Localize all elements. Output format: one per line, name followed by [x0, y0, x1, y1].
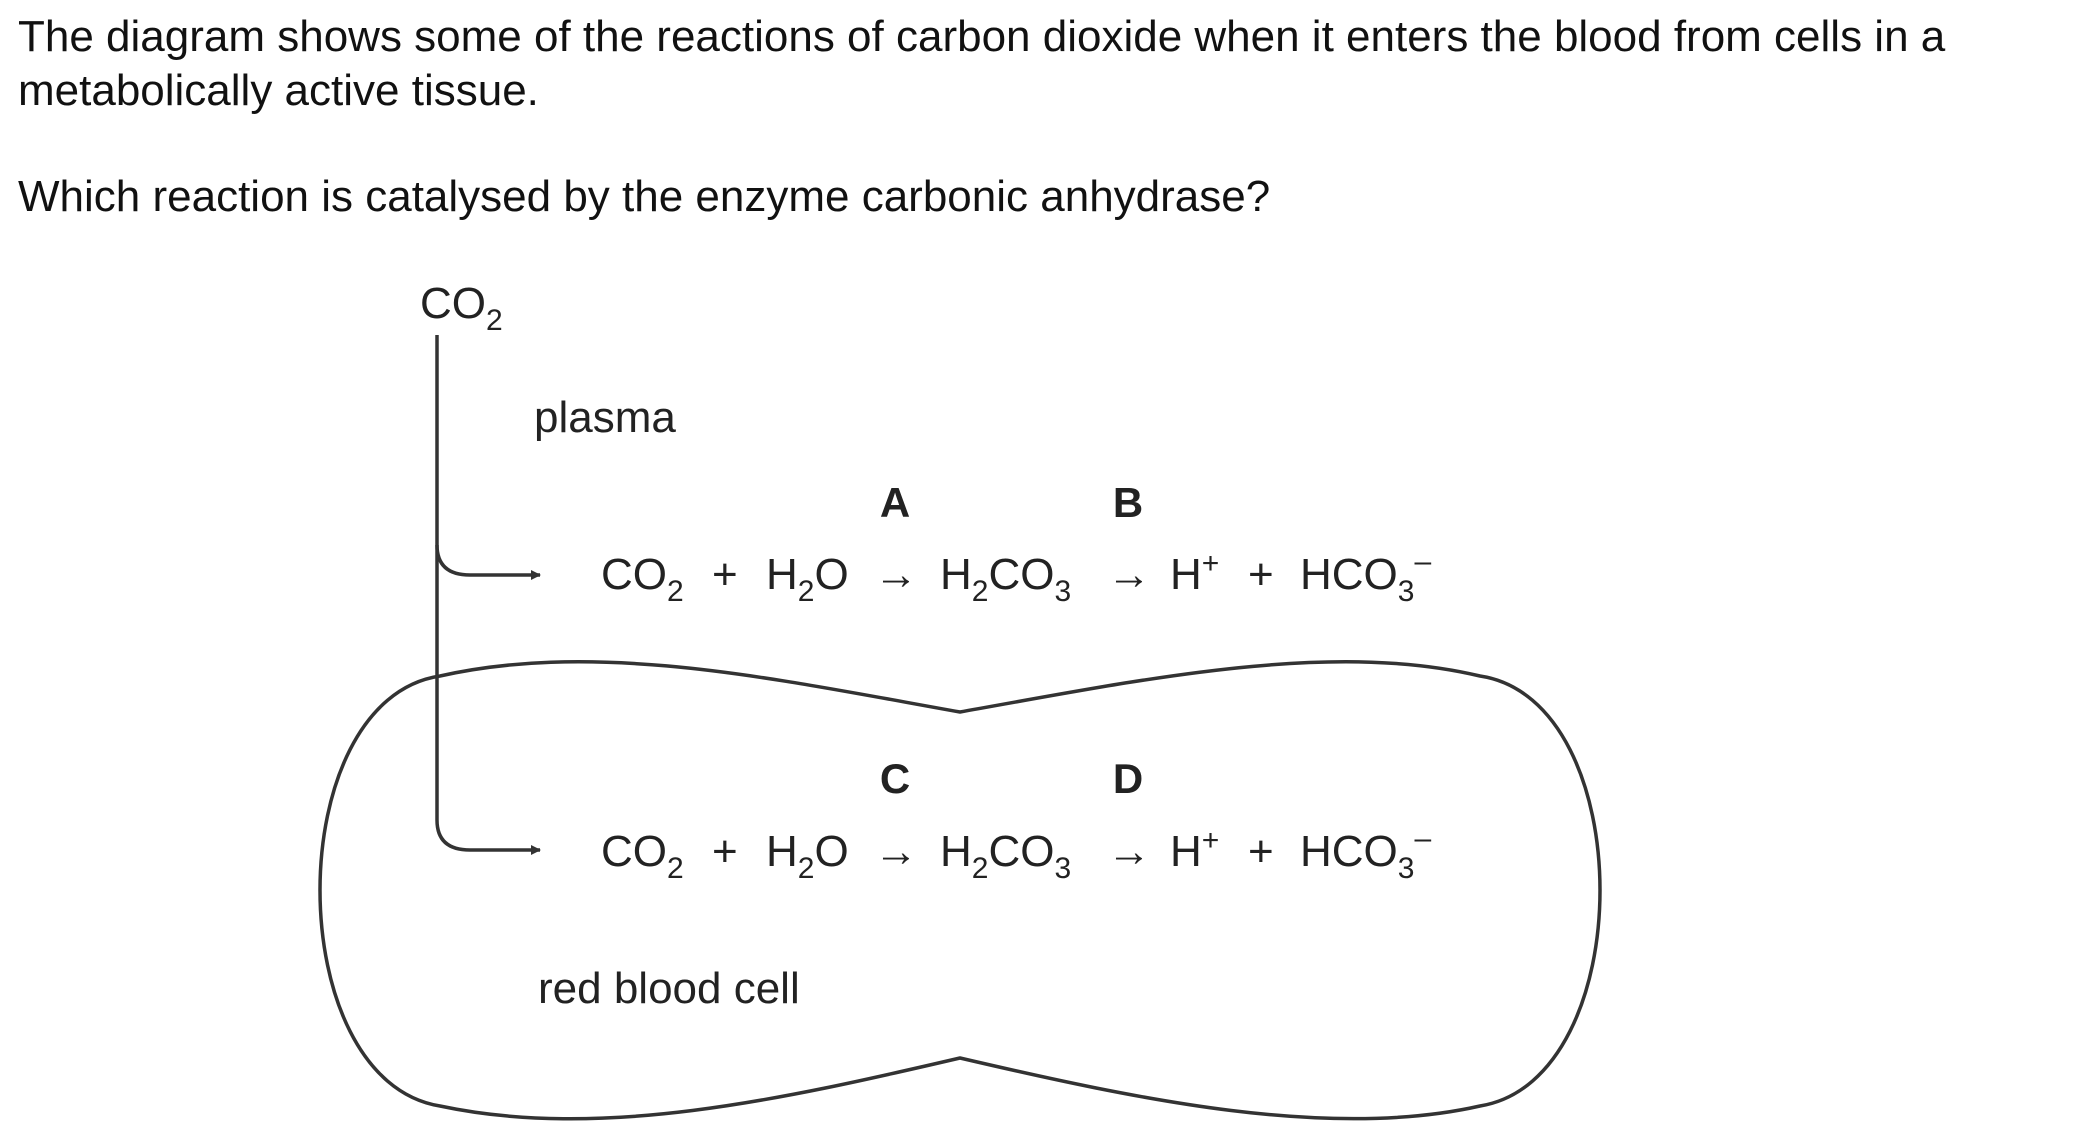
- svg-text:H2O: H2O: [766, 550, 849, 608]
- reaction-letter-a: A: [880, 479, 910, 526]
- question-intro: The diagram shows some of the reactions …: [18, 12, 1946, 115]
- svg-text:H2CO3: H2CO3: [940, 550, 1071, 608]
- source-co2-label: CO2: [420, 279, 503, 337]
- reaction-letter-c: C: [880, 755, 910, 802]
- cell-equation: CO2 + H2O → H2CO3 → H+ + HCO3–: [601, 822, 1431, 885]
- svg-text:→: →: [1107, 827, 1151, 876]
- reaction-letter-d: D: [1113, 755, 1143, 802]
- svg-text:→: →: [874, 550, 918, 599]
- co2-line-to-plasma: [435, 335, 541, 580]
- reaction-letter-b: B: [1113, 479, 1143, 526]
- svg-text:CO2: CO2: [601, 550, 684, 608]
- red-blood-cell-label: red blood cell: [538, 964, 800, 1013]
- svg-text:+: +: [1248, 827, 1274, 876]
- question-prompt: Which reaction is catalysed by the enzym…: [18, 172, 1271, 221]
- plasma-equation: CO2 + H2O → H2CO3 → H+ + HCO3–: [601, 545, 1431, 608]
- svg-text:H+: H+: [1170, 547, 1219, 599]
- svg-text:→: →: [874, 827, 918, 876]
- svg-text:HCO3–: HCO3–: [1300, 822, 1431, 885]
- svg-text:+: +: [712, 827, 738, 876]
- svg-text:→: →: [1107, 550, 1151, 599]
- svg-text:H+: H+: [1170, 824, 1219, 876]
- svg-text:+: +: [1248, 550, 1274, 599]
- svg-text:H2CO3: H2CO3: [940, 827, 1071, 885]
- plasma-label: plasma: [534, 393, 676, 442]
- svg-text:CO2: CO2: [601, 827, 684, 885]
- co2-line-to-cell: [435, 545, 541, 855]
- svg-text:H2O: H2O: [766, 827, 849, 885]
- svg-text:HCO3–: HCO3–: [1300, 545, 1431, 608]
- red-blood-cell-outline: [318, 660, 1602, 1121]
- svg-text:+: +: [712, 550, 738, 599]
